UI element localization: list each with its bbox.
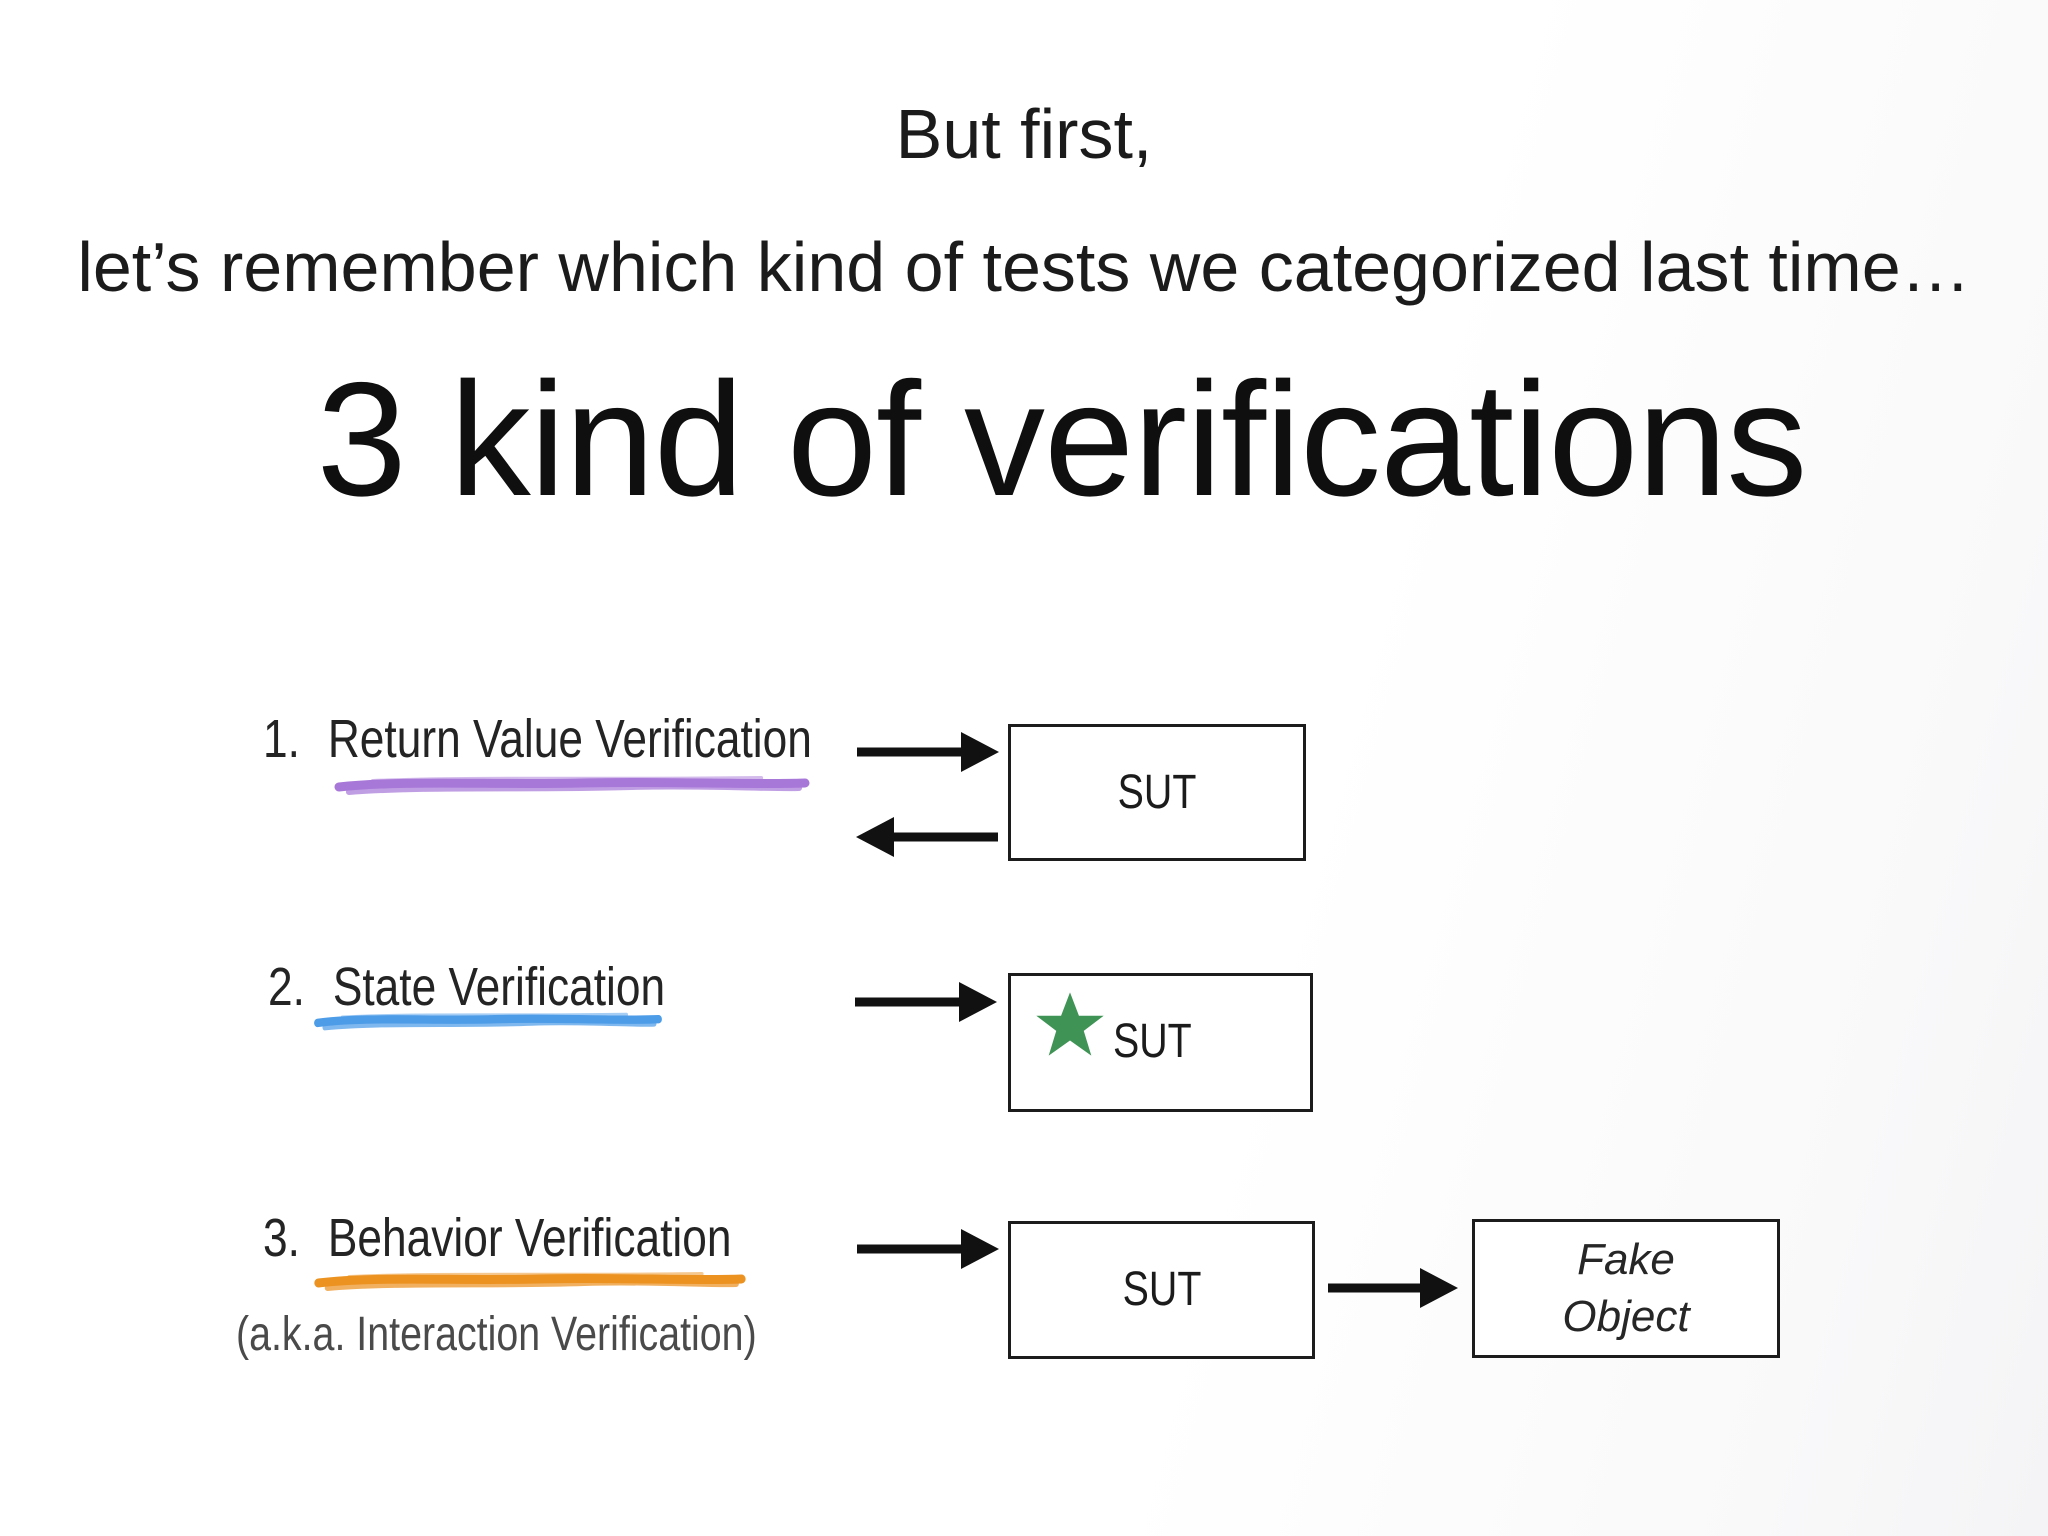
highlight-underline-blue: [314, 1012, 662, 1031]
star-icon: [1036, 992, 1104, 1056]
arrow-right-icon: [855, 982, 997, 1022]
item-3-sub-label: (a.k.a. Interaction Verification): [236, 1308, 757, 1361]
slide-title: 3 kind of verifications: [316, 349, 1808, 530]
sut-box-3: SUT: [1008, 1221, 1315, 1359]
sut-box-2: SUT: [1008, 973, 1313, 1112]
item-1-number: 1.: [263, 709, 300, 769]
item-3-text: Behavior Verification: [327, 1208, 732, 1268]
fake-object-label-line2: Object: [1562, 1291, 1690, 1341]
arrow-right-icon: [857, 1229, 999, 1269]
sut-label-1: SUT: [1117, 765, 1197, 819]
arrow-right-icon: [857, 732, 999, 772]
arrow-right-icon: [1328, 1268, 1458, 1308]
sut-label-2: SUT: [1113, 1015, 1192, 1068]
item-2-label: 2. State Verification: [268, 960, 752, 1014]
intro-line-1: But first,: [895, 95, 1153, 173]
item-1-label: 1. Return Value Verification: [263, 712, 932, 766]
item-1-text: Return Value Verification: [327, 709, 812, 769]
fake-object-label-line1: Fake: [1577, 1235, 1675, 1285]
intro-line-2: let’s remember which kind of tests we ca…: [77, 228, 1971, 306]
arrow-left-icon: [856, 817, 998, 857]
item-2-number: 2.: [268, 957, 305, 1017]
item-3-number: 3.: [263, 1208, 300, 1268]
item-3-label: 3. Behavior Verification: [263, 1211, 834, 1265]
sut-box-1: SUT: [1008, 724, 1306, 861]
item-2-text: State Verification: [332, 957, 666, 1017]
highlight-underline-purple: [334, 776, 810, 795]
fake-object-box: Fake Object: [1472, 1219, 1780, 1358]
highlight-underline-orange: [314, 1272, 746, 1291]
sut-label-3: SUT: [1122, 1263, 1201, 1316]
